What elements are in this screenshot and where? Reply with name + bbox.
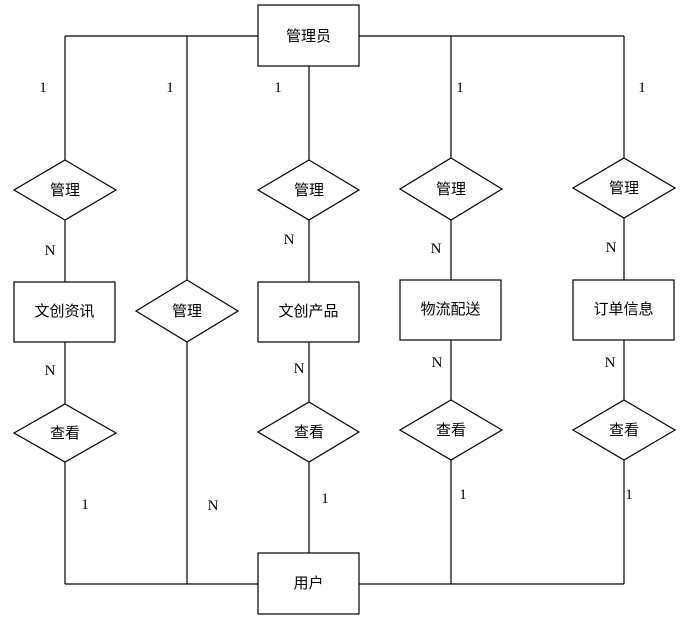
relationship-manage-logistics[interactable]: 管理 <box>398 157 504 221</box>
entity-news-box <box>13 281 116 343</box>
cardinality-order-view: N <box>605 355 616 371</box>
cardinality-admin-user: 1 <box>166 80 174 96</box>
cardinality-news-manage: N <box>45 243 56 259</box>
cardinality-admin-order: 1 <box>638 80 646 96</box>
entity-order-label: 订单信息 <box>593 300 653 318</box>
cardinality-news-view: N <box>45 363 56 379</box>
relationship-manage-order-diamond <box>571 157 677 219</box>
relationship-manage-user-label: 管理 <box>172 302 202 320</box>
entity-logistics-box <box>399 279 502 341</box>
entity-user-box <box>257 552 360 615</box>
cardinality-user-logistics: 1 <box>459 487 467 503</box>
relationship-manage-order[interactable]: 管理 <box>571 157 677 219</box>
relationship-manage-logistics-label: 管理 <box>436 180 466 198</box>
entity-logistics-label: 物流配送 <box>420 300 480 318</box>
cardinality-admin-logistics: 1 <box>456 80 464 96</box>
relationship-manage-user-diamond <box>134 279 240 343</box>
entity-news-label: 文创资讯 <box>34 302 94 320</box>
entity-product[interactable]: 文创产品 <box>257 281 360 343</box>
relationship-view-order[interactable]: 查看 <box>571 399 677 461</box>
relationship-manage-product[interactable]: 管理 <box>256 159 361 221</box>
relationship-manage-news[interactable]: 管理 <box>12 159 118 221</box>
cardinality-admin-news: 1 <box>39 80 47 96</box>
entity-product-label: 文创产品 <box>278 302 338 320</box>
cardinality-labels: 1 1 1 1 1 N N N N N N N N 1 N 1 1 1 <box>39 80 646 514</box>
entity-user[interactable]: 用户 <box>257 552 360 615</box>
cardinality-order-manage: N <box>606 240 617 256</box>
cardinality-user-news: 1 <box>81 497 89 513</box>
relationship-view-news[interactable]: 查看 <box>12 403 118 463</box>
relationship-view-logistics[interactable]: 查看 <box>398 399 504 461</box>
entity-order-box <box>572 279 675 341</box>
entity-admin-box <box>257 4 360 67</box>
entity-order[interactable]: 订单信息 <box>572 279 675 341</box>
relationship-view-order-label: 查看 <box>609 421 639 439</box>
cardinality-user-order: 1 <box>625 487 633 503</box>
relationship-manage-news-label: 管理 <box>50 181 80 199</box>
entity-admin[interactable]: 管理员 <box>257 4 360 67</box>
cardinality-admin-product: 1 <box>274 80 282 96</box>
relationship-view-news-diamond <box>12 403 118 463</box>
cardinality-logistics-manage: N <box>431 241 442 257</box>
cardinality-product-view: N <box>294 361 305 377</box>
entity-news[interactable]: 文创资讯 <box>13 281 116 343</box>
relationship-manage-product-diamond <box>256 159 361 221</box>
connectors <box>64 35 625 585</box>
cardinality-user-product: 1 <box>321 491 329 507</box>
entity-user-label: 用户 <box>293 574 323 592</box>
relationship-manage-order-label: 管理 <box>609 179 639 197</box>
entity-product-box <box>257 281 360 343</box>
cardinality-logistics-view: N <box>432 355 443 371</box>
relationship-view-order-diamond <box>571 399 677 461</box>
relationship-manage-news-diamond <box>12 159 118 221</box>
cardinality-user-manage: N <box>208 498 219 514</box>
relationship-view-product-label: 查看 <box>294 423 324 441</box>
relationship-manage-user[interactable]: 管理 <box>134 279 240 343</box>
relationship-view-news-label: 查看 <box>50 424 80 442</box>
relationship-view-product[interactable]: 查看 <box>256 401 361 463</box>
cardinality-product-manage: N <box>284 232 295 248</box>
relationship-view-logistics-diamond <box>398 399 504 461</box>
relationship-manage-product-label: 管理 <box>294 181 324 199</box>
relationship-manage-logistics-diamond <box>398 157 504 221</box>
entity-admin-label: 管理员 <box>286 27 331 45</box>
entity-logistics[interactable]: 物流配送 <box>399 279 502 341</box>
relationship-view-logistics-label: 查看 <box>436 421 466 439</box>
relationship-view-product-diamond <box>256 401 361 463</box>
